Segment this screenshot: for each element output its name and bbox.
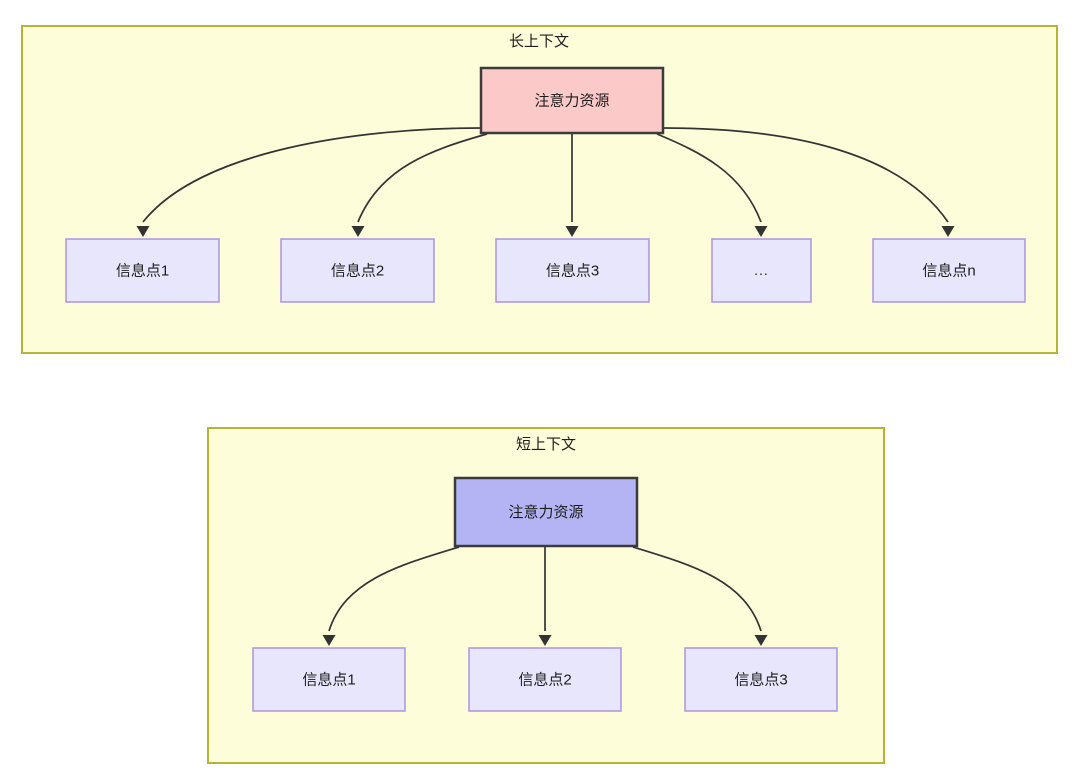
edge-long-context-2 — [357, 133, 488, 223]
edge-arrowhead-long-context-1 — [136, 226, 150, 237]
root-node-box-long-context[interactable] — [479, 66, 665, 135]
leaf-node-label-long-context-4: ... — [754, 262, 769, 278]
group-title-short-context: 短上下文 — [516, 436, 576, 453]
edge-arrowhead-long-context-4 — [754, 226, 768, 237]
edge-arrowhead-long-context-2 — [351, 226, 365, 237]
leaf-node-box-long-context-4[interactable] — [711, 238, 812, 303]
edge-arrowhead-long-context-5 — [941, 226, 955, 237]
root-node-label-long-context: 注意力资源 — [534, 91, 609, 109]
edge-long-context-1 — [142, 127, 482, 223]
edge-short-context-1 — [328, 546, 460, 632]
leaf-node-label-long-context-2: 信息点2 — [331, 262, 384, 279]
leaf-node-label-long-context-5: 信息点n — [922, 262, 975, 279]
leaf-node-label-long-context-3: 信息点3 — [546, 262, 599, 279]
group-title-long-context: 长上下文 — [509, 33, 569, 50]
leaf-node-box-short-context-2[interactable] — [468, 647, 622, 712]
edge-long-context-4 — [656, 133, 762, 223]
leaf-node-label-short-context-3: 信息点3 — [734, 671, 787, 688]
leaf-node-label-short-context-2: 信息点2 — [518, 671, 571, 688]
edge-arrowhead-long-context-3 — [565, 226, 579, 237]
leaf-node-box-long-context-1[interactable] — [65, 238, 220, 303]
leaf-node-box-long-context-2[interactable] — [280, 238, 435, 303]
leaf-node-box-long-context-5[interactable] — [872, 238, 1026, 303]
edge-arrowhead-short-context-2 — [538, 635, 552, 646]
edge-arrowhead-short-context-1 — [322, 635, 336, 646]
root-node-box-short-context[interactable] — [453, 476, 639, 548]
leaf-node-label-long-context-1: 信息点1 — [116, 262, 169, 279]
root-node-label-short-context: 注意力资源 — [508, 503, 583, 521]
edge-arrowhead-short-context-3 — [754, 635, 768, 646]
leaf-node-box-short-context-1[interactable] — [252, 647, 406, 712]
edge-long-context-5 — [662, 127, 949, 223]
leaf-node-label-short-context-1: 信息点1 — [302, 671, 355, 688]
leaf-node-box-short-context-3[interactable] — [684, 647, 838, 712]
edge-short-context-3 — [632, 546, 762, 632]
leaf-node-box-long-context-3[interactable] — [495, 238, 650, 303]
